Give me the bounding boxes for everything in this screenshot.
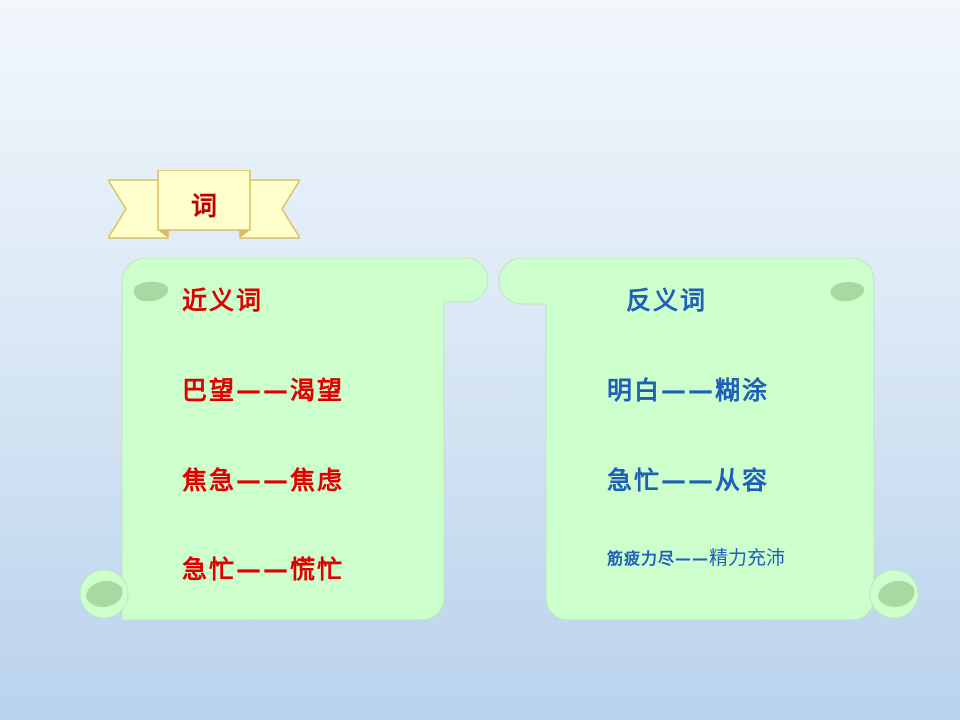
synonym-dash: ——: [236, 376, 291, 405]
antonym-scroll-shape: [498, 258, 919, 620]
antonym-word: 筋疲力尽: [607, 549, 676, 568]
synonym-heading: 近义词: [182, 286, 264, 315]
antonym-row: 急忙——从容: [607, 461, 769, 497]
antonym-dash: ——: [661, 376, 716, 405]
antonym-dash: ——: [675, 549, 710, 568]
antonym-match: 从容: [715, 466, 770, 495]
synonym-scroll: [78, 258, 490, 620]
synonym-row: 急忙——慌忙: [182, 550, 344, 586]
ribbon-shape: [108, 170, 300, 239]
ribbon-label: 词: [190, 191, 217, 222]
synonym-word: 急忙: [182, 555, 237, 584]
synonym-match: 慌忙: [290, 555, 345, 584]
synonym-row: 巴望——渴望: [182, 371, 344, 407]
antonym-row: 明白——糊涂: [607, 371, 769, 407]
antonym-word: 急忙: [607, 466, 662, 495]
synonym-word: 巴望: [182, 376, 237, 405]
synonym-dash: ——: [236, 466, 291, 495]
antonym-dash: ——: [661, 466, 716, 495]
ribbon-banner: [108, 170, 300, 242]
synonym-scroll-shape: [79, 258, 489, 620]
antonym-heading: 反义词: [626, 286, 708, 315]
synonym-dash: ——: [236, 555, 291, 584]
synonym-word: 焦急: [182, 466, 237, 495]
synonym-match: 焦虑: [290, 466, 345, 495]
synonym-row: 焦急——焦虑: [182, 461, 344, 497]
synonym-match: 渴望: [290, 376, 345, 405]
antonym-row: 筋疲力尽——精力充沛: [607, 543, 785, 570]
antonym-match: 精力充沛: [709, 547, 786, 569]
antonym-scroll: [498, 258, 920, 620]
antonym-word: 明白: [607, 376, 662, 405]
antonym-match: 糊涂: [715, 376, 770, 405]
